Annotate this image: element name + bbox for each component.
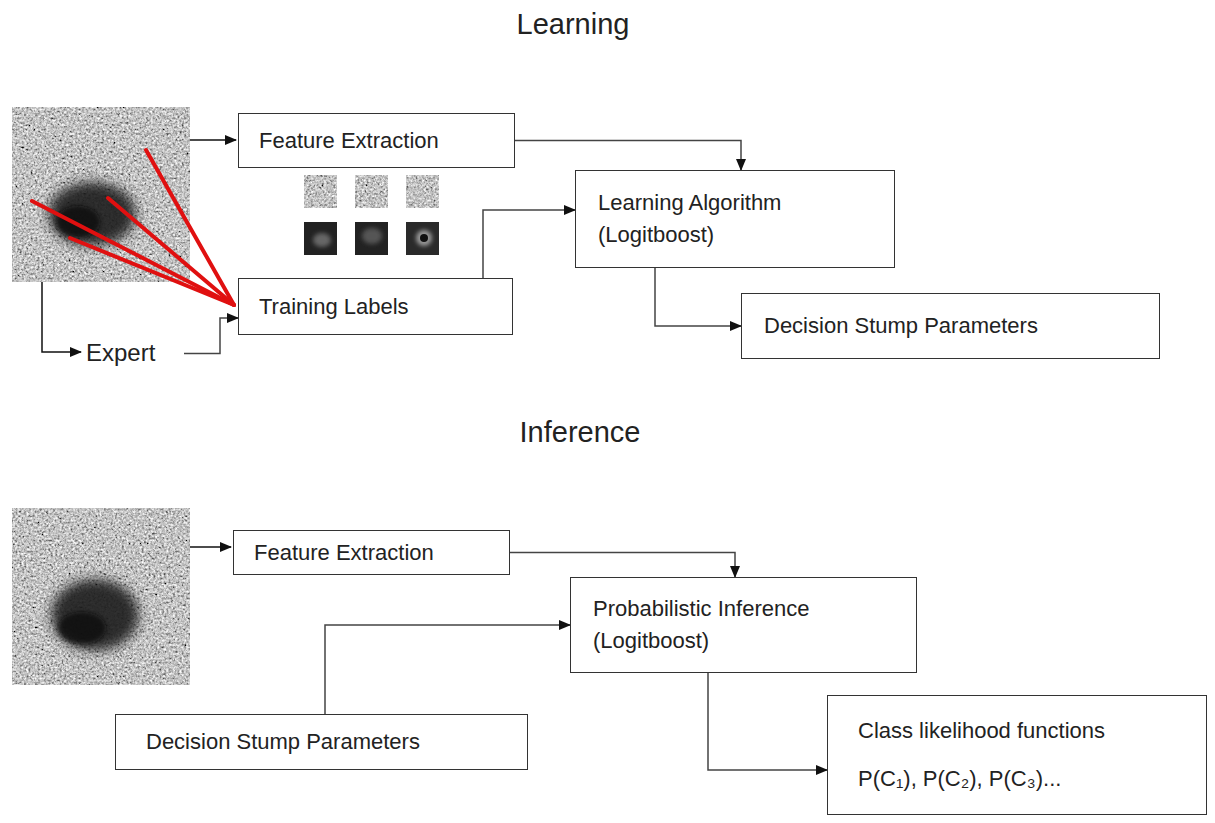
- box-text: Expert: [86, 336, 178, 371]
- box-text: Feature Extraction: [254, 537, 489, 569]
- process-box: Feature Extraction: [233, 530, 510, 575]
- connector-arrow: [510, 553, 735, 578]
- box-text: Training Labels: [259, 291, 492, 323]
- box-text: Learning Algorithm (Logitboost): [598, 187, 872, 251]
- connector-arrow: [184, 318, 238, 353]
- box-subtext: P(C₁), P(C₂), P(C₃)...: [858, 763, 1176, 795]
- output-box: Decision Stump Parameters: [741, 293, 1160, 359]
- feature-thumbnails: [304, 175, 439, 255]
- section-heading: Inference: [520, 416, 641, 449]
- annotation-lines: [32, 150, 234, 305]
- connector-arrow: [655, 268, 741, 326]
- box-text: Probabilistic Inference (Logitboost): [593, 593, 894, 657]
- terrain-image: [12, 107, 190, 282]
- image-arrows: [42, 140, 236, 547]
- process-box: Learning Algorithm (Logitboost): [575, 170, 895, 268]
- connector-arrow: [325, 625, 570, 714]
- box-text: Class likelihood functions: [858, 715, 1176, 747]
- expert-label: Expert: [84, 336, 180, 371]
- terrain-image: [12, 508, 190, 685]
- connector-arrow: [708, 673, 827, 770]
- output-box: Class likelihood functionsP(C₁), P(C₂), …: [827, 695, 1207, 815]
- process-box: Probabilistic Inference (Logitboost): [570, 577, 917, 673]
- box-text: Feature Extraction: [259, 125, 494, 157]
- box-text: Decision Stump Parameters: [764, 310, 1137, 342]
- section-heading: Learning: [517, 8, 630, 41]
- connector-arrow: [515, 141, 741, 171]
- connector-arrow: [483, 210, 575, 278]
- box-text: Decision Stump Parameters: [146, 726, 497, 758]
- process-box: Training Labels: [238, 278, 513, 335]
- input-box: Decision Stump Parameters: [115, 714, 528, 770]
- process-box: Feature Extraction: [238, 113, 515, 168]
